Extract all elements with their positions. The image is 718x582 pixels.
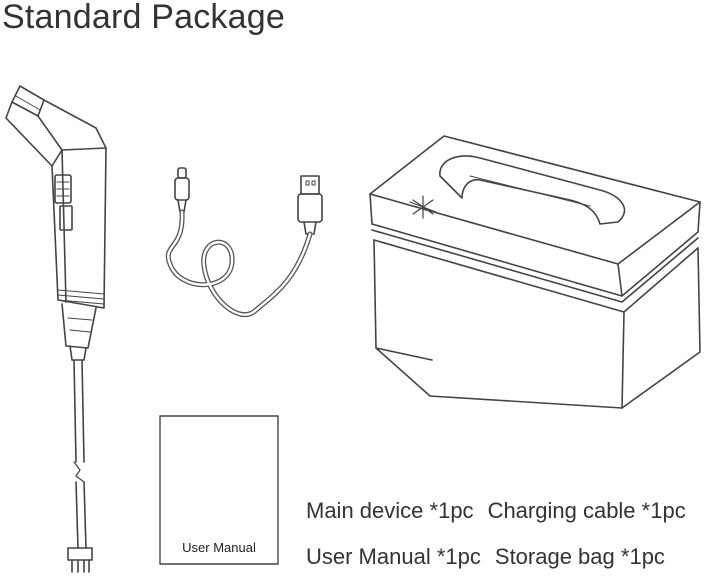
storage-bag-drawing: [369, 135, 701, 409]
sparkle-icon: [409, 195, 437, 219]
contents-row-1: Main device *1pc Charging cable *1pc: [306, 488, 718, 534]
page-title: Standard Package: [2, 0, 285, 36]
contents-row-2: User Manual *1pc Storage bag *1pc: [306, 534, 718, 580]
charging-cable-drawing: [165, 167, 323, 318]
package-contents-list: Main device *1pc Charging cable *1pc Use…: [306, 488, 718, 580]
user-manual-drawing: [159, 415, 279, 565]
main-device-drawing: [5, 85, 107, 573]
manual-cover-label: User Manual: [182, 540, 256, 555]
contents-item-charging-cable: Charging cable *1pc: [487, 498, 686, 523]
contents-item-storage-bag: Storage bag *1pc: [494, 544, 665, 569]
contents-item-user-manual: User Manual *1pc: [306, 544, 481, 569]
contents-item-main-device: Main device *1pc: [306, 498, 474, 523]
